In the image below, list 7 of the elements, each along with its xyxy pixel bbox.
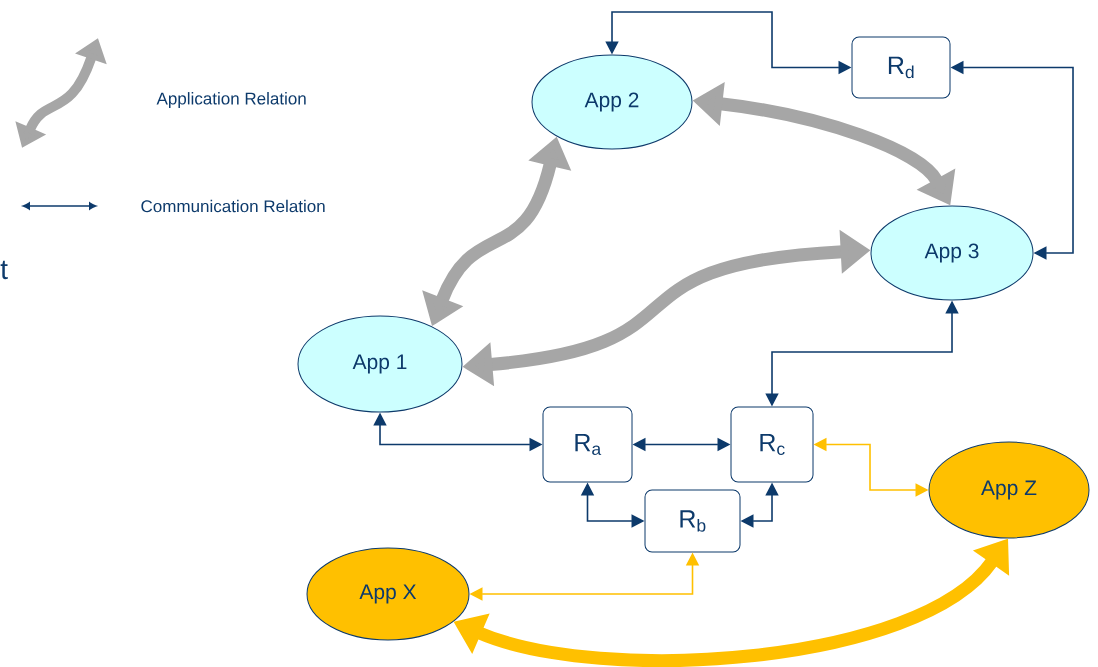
legend-label: Application Relation	[156, 92, 306, 108]
relay-box: R$_{d}$	[851, 36, 951, 99]
relay-box: R$_{c}$	[730, 406, 814, 483]
partial-text: t	[0, 260, 8, 280]
legend-label: Communication Relation	[141, 199, 325, 213]
relay-box: R$_{b}$	[644, 489, 741, 553]
relay-box: R$_{a}$	[542, 406, 633, 483]
